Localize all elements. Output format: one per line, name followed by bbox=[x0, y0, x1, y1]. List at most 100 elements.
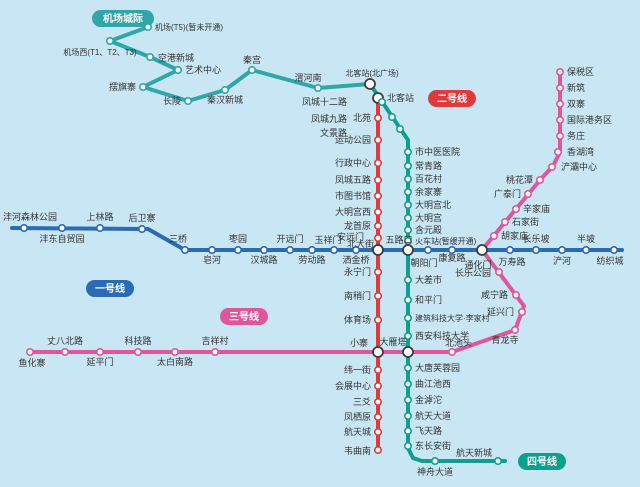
station-半坡[interactable]: 半坡 bbox=[577, 233, 595, 255]
station-凤城十二路[interactable]: 凤城十二路 bbox=[302, 96, 386, 107]
station-marker[interactable] bbox=[403, 162, 412, 171]
station-marker[interactable] bbox=[174, 66, 183, 75]
station-marker[interactable] bbox=[259, 246, 268, 255]
station-机场西(T1、T2、T3)[interactable]: 机场西(T1、T2、T3) bbox=[63, 36, 137, 57]
station-南稍门[interactable]: 南稍门 bbox=[344, 290, 382, 301]
station-万寿路[interactable]: 万寿路 bbox=[498, 246, 526, 267]
station-marker[interactable] bbox=[134, 347, 143, 356]
station-marker[interactable] bbox=[517, 307, 526, 316]
station-鱼化寨[interactable]: 鱼化寨 bbox=[18, 347, 46, 368]
station-胡家庙[interactable]: 胡家庙 bbox=[489, 230, 528, 241]
interchange-marker[interactable] bbox=[364, 78, 376, 90]
station-太白南路[interactable]: 太白南路 bbox=[157, 347, 193, 367]
station-marker[interactable] bbox=[96, 347, 105, 356]
station-marker[interactable] bbox=[403, 441, 412, 450]
station-浐河[interactable]: 浐河 bbox=[553, 246, 571, 266]
station-劳动路[interactable]: 劳动路 bbox=[298, 246, 326, 265]
station-marker[interactable] bbox=[373, 114, 382, 123]
station-marker[interactable] bbox=[307, 246, 316, 255]
station-marker[interactable] bbox=[403, 395, 412, 404]
station-余家寨[interactable]: 余家寨 bbox=[403, 186, 442, 197]
station-marker[interactable] bbox=[489, 232, 498, 241]
station-marker[interactable] bbox=[535, 176, 544, 185]
station-marker[interactable] bbox=[403, 411, 412, 420]
station-北客站(北广场)[interactable]: 北客站(北广场) bbox=[345, 68, 399, 90]
station-marker[interactable] bbox=[373, 427, 382, 436]
station-三桥[interactable]: 三桥 bbox=[169, 233, 190, 255]
station-marker[interactable] bbox=[581, 246, 590, 255]
station-康复路[interactable]: 康复路 bbox=[438, 246, 466, 263]
station-大雁塔[interactable]: 大雁塔 bbox=[379, 336, 414, 358]
station-marker[interactable] bbox=[181, 246, 190, 255]
station-曲江池西[interactable]: 曲江池西 bbox=[403, 378, 451, 389]
station-凤城五路[interactable]: 凤城五路 bbox=[335, 174, 382, 185]
station-marker[interactable] bbox=[395, 125, 404, 134]
station-marker[interactable] bbox=[555, 84, 564, 93]
station-marker[interactable] bbox=[373, 412, 382, 421]
station-大明宫[interactable]: 大明宫 bbox=[403, 212, 442, 223]
station-marker[interactable] bbox=[96, 224, 105, 233]
station-枣园[interactable]: 枣园 bbox=[229, 234, 247, 255]
station-marker[interactable] bbox=[403, 175, 412, 184]
station-朝阳门[interactable]: 朝阳门 bbox=[410, 246, 438, 268]
station-marker[interactable] bbox=[313, 84, 322, 93]
station-安远门[interactable]: 安远门 bbox=[337, 231, 382, 243]
station-汉城路[interactable]: 汉城路 bbox=[250, 246, 278, 265]
station-marker[interactable] bbox=[494, 267, 503, 276]
station-marker[interactable] bbox=[171, 347, 180, 356]
station-marker[interactable] bbox=[531, 246, 540, 255]
station-百花村[interactable]: 百花村 bbox=[403, 173, 442, 184]
station-东长安街[interactable]: 东长安街 bbox=[403, 440, 451, 451]
station-韦曲南[interactable]: 韦曲南 bbox=[344, 445, 382, 456]
interchange-marker[interactable] bbox=[372, 244, 384, 256]
station-marker[interactable] bbox=[430, 456, 439, 465]
station-marker[interactable] bbox=[403, 331, 412, 340]
station-开远门[interactable]: 开远门 bbox=[276, 233, 304, 255]
station-marker[interactable] bbox=[373, 315, 382, 324]
station-marker[interactable] bbox=[511, 205, 520, 214]
station-通化门[interactable]: 通化门 bbox=[464, 244, 492, 270]
station-浐灞中心[interactable]: 浐灞中心 bbox=[547, 161, 597, 172]
station-延平门[interactable]: 延平门 bbox=[86, 347, 114, 367]
station-marker[interactable] bbox=[373, 222, 382, 231]
station-文景路[interactable]: 文景路 bbox=[320, 125, 404, 138]
station-市中医医院[interactable]: 市中医医院 bbox=[403, 146, 460, 157]
station-洒金桥[interactable]: 洒金桥 bbox=[342, 246, 370, 265]
station-桃花潭[interactable]: 桃花潭 bbox=[506, 174, 544, 185]
station-marker[interactable] bbox=[373, 136, 382, 145]
station-秦汉新城[interactable]: 秦汉新城 bbox=[207, 86, 243, 105]
station-marker[interactable] bbox=[373, 445, 382, 454]
station-marker[interactable] bbox=[423, 246, 432, 255]
station-玉祥门[interactable]: 玉祥门 bbox=[314, 234, 342, 255]
station-marker[interactable] bbox=[547, 163, 556, 172]
station-marker[interactable] bbox=[184, 97, 193, 106]
station-常青路[interactable]: 常青路 bbox=[403, 160, 442, 171]
station-marker[interactable] bbox=[403, 275, 412, 284]
station-纬一街[interactable]: 纬一街 bbox=[344, 364, 382, 375]
station-火车站(暂缓开通)[interactable]: 火车站(暂缓开通) bbox=[403, 236, 477, 246]
station-艺术中心[interactable]: 艺术中心 bbox=[174, 64, 221, 75]
station-丈八北路[interactable]: 丈八北路 bbox=[47, 335, 83, 356]
station-marker[interactable] bbox=[403, 313, 412, 322]
station-marker[interactable] bbox=[500, 218, 509, 227]
station-marker[interactable] bbox=[493, 456, 502, 465]
station-marker[interactable] bbox=[373, 267, 382, 276]
station-神舟大道[interactable]: 神舟大道 bbox=[417, 456, 453, 477]
station-北大街[interactable]: 北大街 bbox=[347, 238, 384, 256]
station-marker[interactable] bbox=[403, 201, 412, 210]
station-marker[interactable] bbox=[403, 295, 412, 304]
station-沣东自贸园[interactable]: 沣东自贸园 bbox=[39, 224, 85, 244]
station-marker[interactable] bbox=[403, 379, 412, 388]
station-北池头[interactable]: 北池头 bbox=[445, 337, 472, 356]
station-和平门[interactable]: 和平门 bbox=[403, 294, 442, 305]
station-空港新城[interactable]: 空港新城 bbox=[146, 52, 194, 63]
station-marker[interactable] bbox=[329, 246, 338, 255]
station-marker[interactable] bbox=[139, 83, 148, 92]
station-marker[interactable] bbox=[373, 208, 382, 217]
station-marker[interactable] bbox=[377, 98, 386, 107]
station-航天新城[interactable]: 航天新城 bbox=[456, 447, 502, 465]
station-后卫寨[interactable]: 后卫寨 bbox=[128, 212, 156, 234]
station-marker[interactable] bbox=[208, 246, 217, 255]
station-永宁门[interactable]: 永宁门 bbox=[344, 266, 382, 277]
station-marker[interactable] bbox=[387, 113, 396, 122]
